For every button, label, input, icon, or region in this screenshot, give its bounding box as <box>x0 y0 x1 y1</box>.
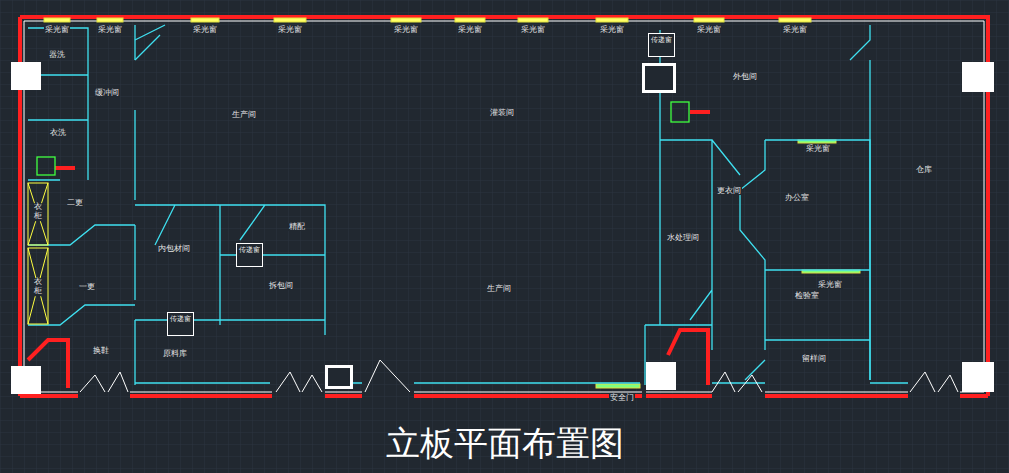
room-label: 衣柜 <box>33 203 43 221</box>
room-label: 采光窗 <box>457 26 483 34</box>
room-label: 器洗 <box>48 51 66 59</box>
pass-box-label: 传递窗 <box>170 316 191 323</box>
room-label: 水处理间 <box>666 234 700 242</box>
room-label: 采光窗 <box>599 26 625 34</box>
room-label: 衣柜 <box>33 278 43 296</box>
room-label: 精配 <box>288 223 306 231</box>
room-label: 生产间 <box>486 285 512 293</box>
room-label: 内包材间 <box>157 245 191 253</box>
room-label: 灌装间 <box>489 109 515 117</box>
pass-box: 传递窗 <box>648 33 675 57</box>
room-label: 外包间 <box>732 73 758 81</box>
room-label: 采光窗 <box>277 26 303 34</box>
room-label: 采光窗 <box>817 281 843 289</box>
room-label: 检验室 <box>794 292 820 300</box>
room-label: 换鞋 <box>92 347 110 355</box>
room-label: 缓冲间 <box>94 89 120 97</box>
room-label: 采光窗 <box>805 145 831 153</box>
room-label: 更衣间 <box>716 187 742 195</box>
pass-box: 传递窗 <box>167 312 194 336</box>
room-label: 办公室 <box>784 194 810 202</box>
pass-box-label: 传递窗 <box>239 247 260 254</box>
plan-title: 立板平面布置图 <box>0 425 1009 462</box>
room-label: 一更 <box>78 283 96 291</box>
room-label: 留样间 <box>801 355 827 363</box>
room-label: 采光窗 <box>520 26 546 34</box>
room-label: 拆包间 <box>268 282 294 290</box>
room-label: 采光窗 <box>696 26 722 34</box>
room-label: 采光窗 <box>97 26 123 34</box>
pass-box: 传递窗 <box>236 243 263 267</box>
room-label: 仓库 <box>915 166 933 174</box>
room-label: 采光窗 <box>393 26 419 34</box>
pass-box-label: 传递窗 <box>651 37 672 44</box>
room-label: 二更 <box>66 199 84 207</box>
room-label: 采光窗 <box>782 26 808 34</box>
room-label: 衣洗 <box>49 129 67 137</box>
room-label: 采光窗 <box>192 26 218 34</box>
room-label: 安全门 <box>609 394 635 402</box>
room-label: 生产间 <box>231 111 257 119</box>
room-label: 采光窗 <box>44 26 70 34</box>
room-label: 原料库 <box>162 350 188 358</box>
